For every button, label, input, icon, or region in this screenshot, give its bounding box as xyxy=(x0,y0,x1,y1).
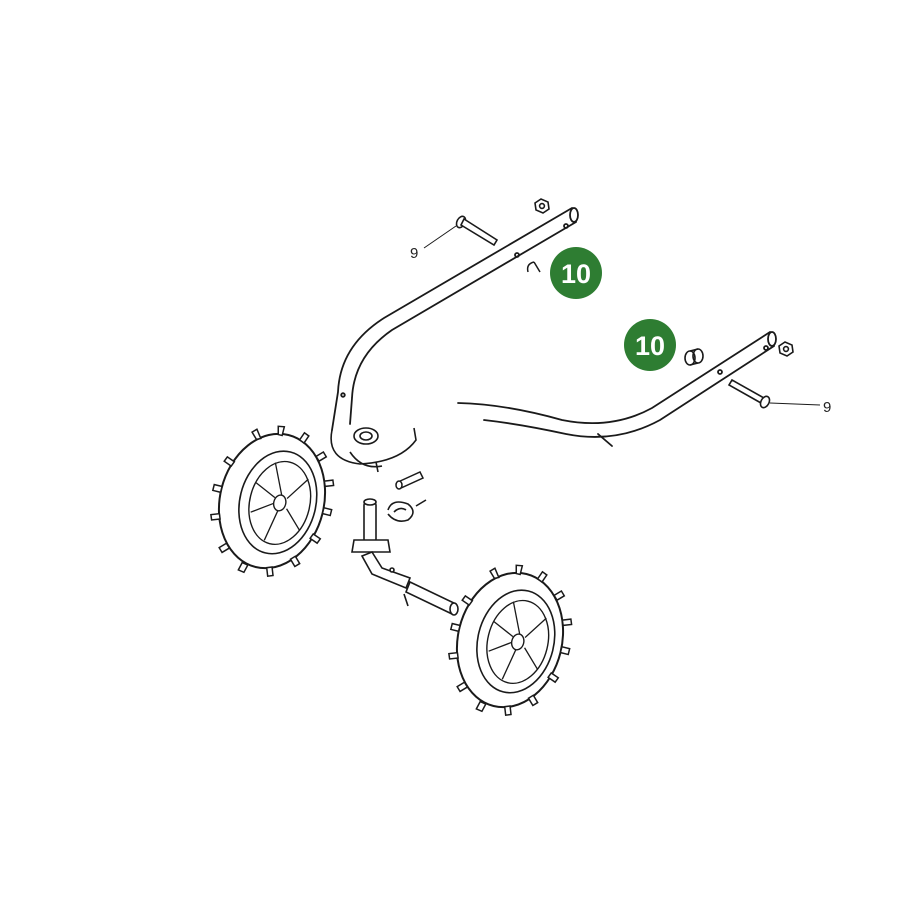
badge-10-left: 10 xyxy=(550,247,602,299)
bolt-right-part xyxy=(727,378,771,409)
badge-label: 10 xyxy=(635,331,665,361)
callout-9-right: 9 xyxy=(823,399,831,416)
nut-right xyxy=(778,341,794,357)
wheel-axle-assembly xyxy=(351,498,459,616)
badge-label: 10 xyxy=(561,259,591,289)
badge-circle xyxy=(624,319,676,371)
nut-left xyxy=(534,198,550,214)
badge-10-right: 10 xyxy=(624,319,676,371)
left-handle-tube xyxy=(331,207,579,431)
badge-circle xyxy=(550,247,602,299)
wheel-right xyxy=(432,551,588,730)
bolt-left-part xyxy=(455,215,499,247)
base-bracket xyxy=(330,427,417,473)
leader-lines xyxy=(423,225,821,406)
axle-clip xyxy=(387,499,427,522)
wheel-left xyxy=(194,412,350,591)
callout-9-left: 9 xyxy=(410,245,418,262)
spacer-left-part xyxy=(526,261,541,273)
right-handle-tube xyxy=(457,331,777,447)
spacer-right-part xyxy=(684,348,704,366)
axle-pin xyxy=(395,471,425,490)
